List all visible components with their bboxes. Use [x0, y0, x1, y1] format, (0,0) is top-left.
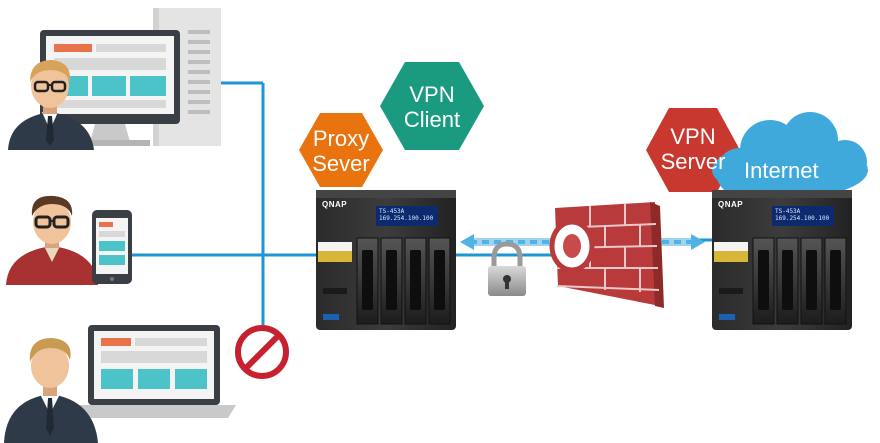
nas-lcd-left: TS-453A 169.254.100.100 — [379, 208, 433, 222]
nas-lcd-left-line2: 169.254.100.100 — [379, 215, 434, 222]
vpn-client-label-line2: Client — [403, 107, 461, 132]
vpn-client-label-line1: VPN — [409, 82, 455, 107]
vpn-client-label: VPN Client — [390, 82, 474, 132]
nas-lcd-right-line2: 169.254.100.100 — [775, 215, 830, 222]
proxy-server-label-line1: Proxy — [312, 126, 370, 151]
forbidden-icon — [235, 325, 289, 379]
vpn-server-label-line2: Server — [660, 149, 726, 174]
nas-device-icon — [712, 190, 852, 330]
vpn-client-hexagon — [380, 62, 484, 150]
nas-lcd-right-line1: TS-453A — [775, 208, 801, 215]
internet-label: Internet — [744, 158, 819, 183]
user-avatar-icon — [6, 195, 98, 285]
firewall-icon — [549, 202, 664, 308]
nas-brand-right: QNAP — [718, 200, 744, 209]
proxy-server-label: Proxy Sever — [299, 126, 383, 176]
nas-lcd-left-line1: TS-453A — [379, 208, 405, 215]
nas-lcd-right: TS-453A 169.254.100.100 — [775, 208, 829, 222]
cloud-icon — [712, 112, 868, 198]
smartphone-icon — [92, 210, 132, 284]
nas-brand-left: QNAP — [322, 200, 348, 209]
user-avatar-icon — [4, 338, 98, 443]
vpn-server-label: VPN Server — [651, 124, 735, 174]
proxy-server-hexagon — [299, 113, 383, 187]
padlock-icon — [488, 241, 526, 296]
laptop-icon — [78, 325, 236, 418]
user-avatar-icon — [8, 60, 94, 150]
nas-device-icon — [316, 190, 456, 330]
proxy-server-label-line2: Sever — [312, 151, 370, 176]
vpn-server-label-line1: VPN — [670, 124, 716, 149]
